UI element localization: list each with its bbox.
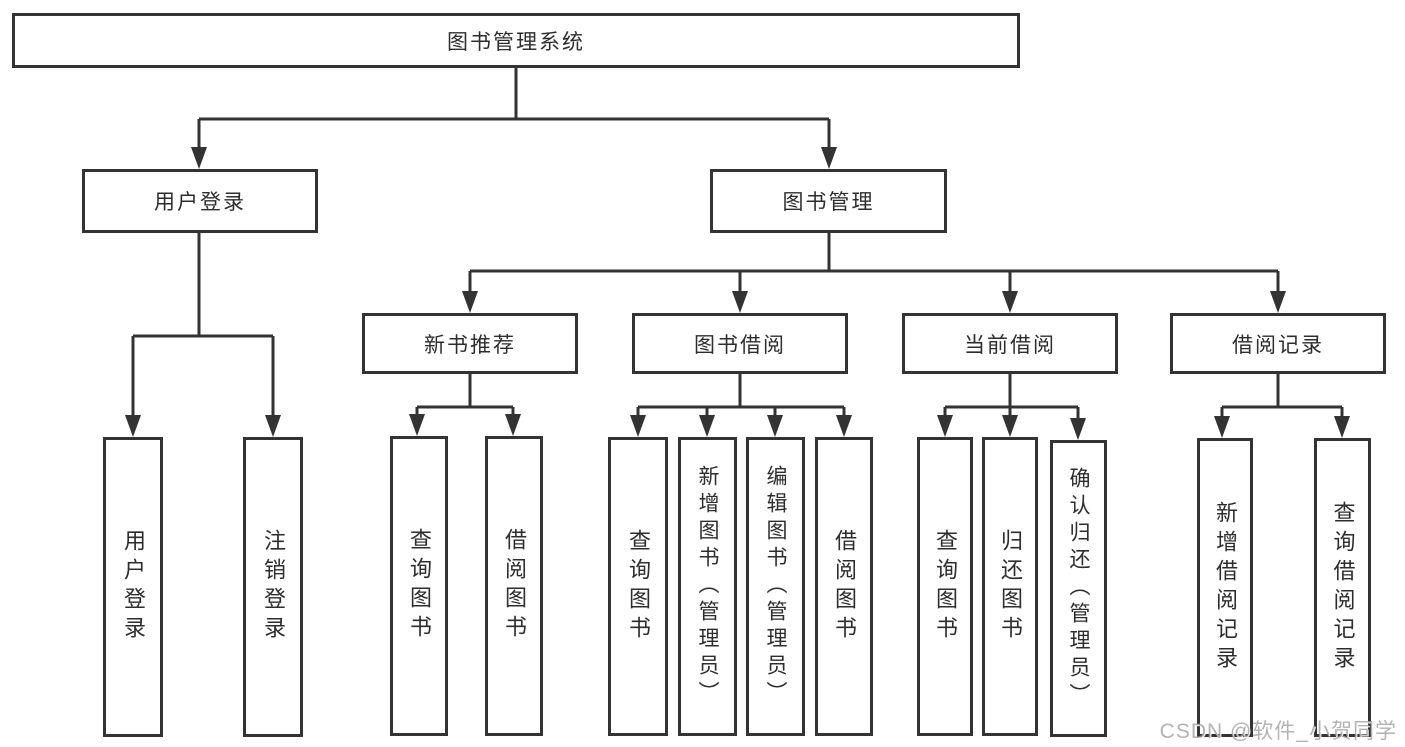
node-label: 确认归还（管理员） — [1067, 467, 1090, 710]
branch-current-borrowing — [943, 374, 1080, 421]
node-label: 新书推荐 — [424, 333, 516, 357]
branch-user-login — [131, 233, 275, 418]
leaf-query-books-recommend: 查询图书 — [390, 436, 448, 736]
leaf-query-books-current: 查询图书 — [917, 437, 973, 736]
arrowhead — [937, 415, 953, 437]
node-label: 借阅图书 — [832, 528, 857, 645]
node-current-borrowing: 当前借阅 — [902, 313, 1118, 374]
branch-book-management — [468, 233, 1280, 294]
arrowhead — [1270, 291, 1286, 313]
arrowhead — [191, 147, 207, 169]
node-new-book-recommend: 新书推荐 — [362, 313, 578, 374]
arrowhead — [767, 415, 783, 437]
node-label: 新增借阅记录 — [1213, 500, 1238, 675]
node-label: 查询图书 — [933, 528, 958, 645]
leaf-user-login: 用户登录 — [103, 437, 163, 737]
arrowhead — [821, 147, 837, 169]
node-book-management: 图书管理 — [710, 169, 947, 233]
arrowhead — [1214, 416, 1230, 438]
arrowhead — [505, 414, 521, 436]
branch-root — [197, 68, 831, 150]
node-label: 查询图书 — [407, 528, 432, 644]
arrowhead — [630, 415, 646, 437]
node-label: 编辑图书（管理员） — [764, 465, 787, 708]
arrowhead — [1002, 415, 1018, 437]
node-label: 借阅记录 — [1232, 333, 1324, 357]
node-label: 归还图书 — [998, 528, 1023, 645]
arrowhead — [836, 415, 852, 437]
node-label: 新增图书（管理员） — [696, 465, 719, 708]
node-label: 用户登录 — [121, 529, 146, 645]
node-borrowing-records: 借阅记录 — [1170, 313, 1386, 374]
node-label: 查询借阅记录 — [1330, 500, 1356, 675]
leaf-logout-login: 注销登录 — [243, 437, 303, 737]
arrowhead — [699, 415, 715, 437]
node-book-borrowing: 图书借阅 — [632, 313, 848, 374]
arrowhead — [409, 414, 425, 436]
arrowhead — [1070, 418, 1086, 440]
leaf-return-books: 归还图书 — [982, 437, 1038, 736]
leaf-add-books-admin: 新增图书（管理员） — [678, 437, 737, 736]
node-label: 当前借阅 — [964, 333, 1056, 357]
branch-book-borrowing — [636, 374, 846, 418]
leaf-query-books-borrowing: 查询图书 — [608, 437, 668, 736]
arrowhead — [1002, 291, 1018, 313]
node-label: 图书管理 — [782, 191, 875, 214]
node-label: 借阅图书 — [502, 528, 527, 644]
node-label: 查询图书 — [626, 528, 651, 645]
arrowhead — [125, 415, 141, 437]
node-label: 图书管理系统 — [447, 30, 585, 54]
leaf-borrow-books-recommend: 借阅图书 — [485, 436, 543, 736]
leaf-confirm-return-admin: 确认归还（管理员） — [1050, 440, 1107, 737]
node-user-login-group: 用户登录 — [82, 169, 318, 233]
leaf-query-borrow-record: 查询借阅记录 — [1314, 438, 1371, 737]
branch-borrowing-records — [1220, 374, 1344, 419]
leaf-add-borrow-record: 新增借阅记录 — [1197, 438, 1253, 737]
leaf-edit-books-admin: 编辑图书（管理员） — [746, 437, 805, 736]
arrowhead — [732, 291, 748, 313]
arrowhead — [1334, 416, 1350, 438]
branch-new-book-recommend — [415, 374, 515, 417]
node-label: 注销登录 — [261, 529, 286, 645]
leaf-borrow-books-borrowing: 借阅图书 — [815, 437, 873, 736]
node-library-management-system: 图书管理系统 — [12, 13, 1020, 68]
node-label: 图书借阅 — [694, 333, 786, 357]
arrowhead — [265, 415, 281, 437]
arrowhead — [462, 291, 478, 313]
node-label: 用户登录 — [154, 191, 246, 214]
